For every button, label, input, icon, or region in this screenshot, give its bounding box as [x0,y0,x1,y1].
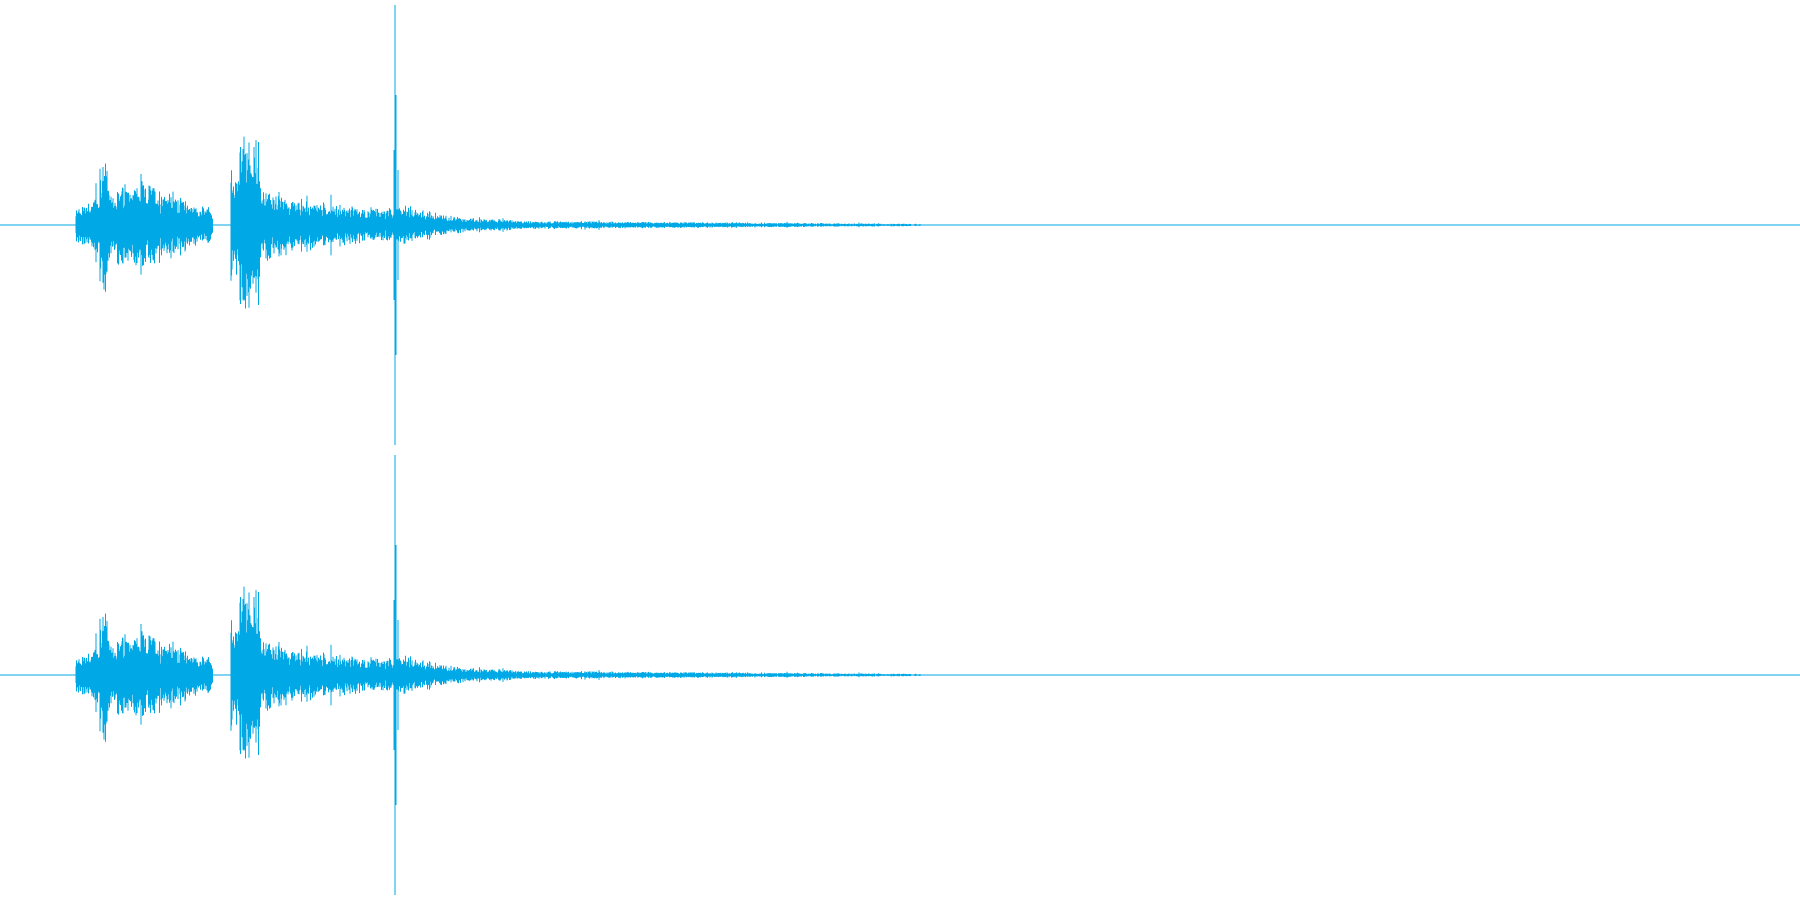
waveform-channel-right [0,450,1800,900]
waveform-right-svg [0,455,1800,895]
waveform-channel-left [0,5,1800,445]
waveform-left-svg [0,5,1800,445]
waveform-samples [75,455,921,895]
waveform-samples [75,5,921,445]
